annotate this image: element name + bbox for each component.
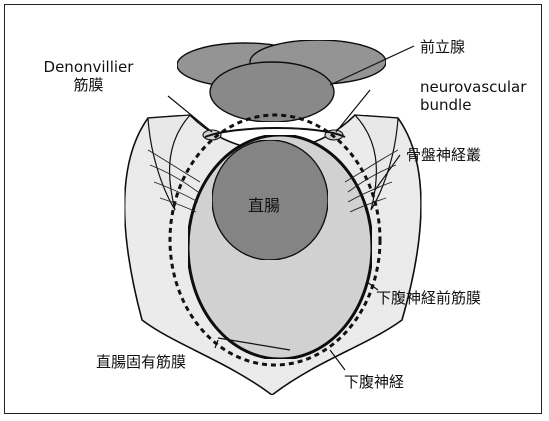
label-neurovascular-bundle: neurovascular bundle	[420, 78, 526, 114]
label-denonvillier-line1: Denonvillier	[36, 58, 141, 76]
label-denonvillier: Denonvillier 筋膜	[36, 58, 141, 94]
label-mesorectal-fascia: 直腸固有筋膜	[96, 353, 186, 371]
label-prostate: 前立腺	[420, 38, 465, 56]
label-prehypogastric-fascia: 下腹神経前筋膜	[376, 289, 481, 307]
label-hypogastric-nerve: 下腹神経	[344, 373, 404, 391]
label-neurovascular-line1: neurovascular	[420, 78, 526, 96]
label-neurovascular-line2: bundle	[420, 96, 526, 114]
label-denonvillier-line2: 筋膜	[36, 76, 141, 94]
label-rectum: 直腸	[248, 192, 280, 216]
label-pelvic-plexus: 骨盤神経叢	[406, 146, 481, 164]
